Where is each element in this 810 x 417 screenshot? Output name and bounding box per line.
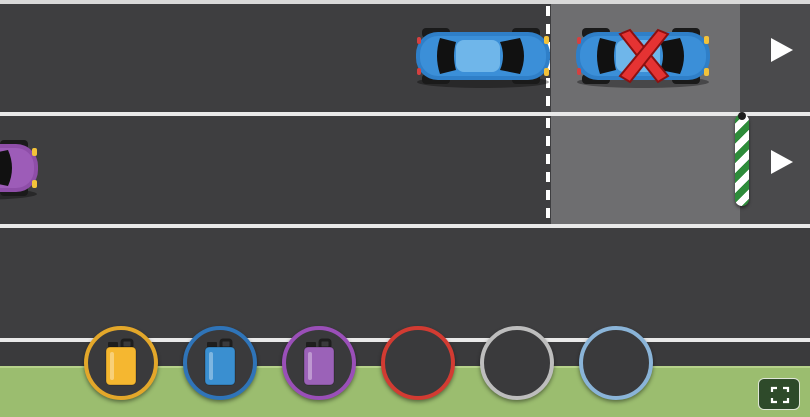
blue-car[interactable] (412, 24, 554, 90)
reject-x-icon (618, 28, 670, 84)
fuel-button-yellow[interactable] (84, 326, 158, 400)
fuel-button-light-blue[interactable] (579, 326, 653, 400)
purple-car[interactable] (0, 136, 42, 202)
barrier-gate-lane-2 (735, 114, 749, 206)
fuel-can-icon (303, 338, 335, 386)
barrier-gate-pivot (738, 112, 746, 120)
lane-divider-1 (0, 112, 810, 116)
fuel-button-red[interactable] (381, 326, 455, 400)
road-lane-3 (0, 228, 810, 338)
stop-line-lane-2 (546, 118, 550, 222)
parking-pad-lane-2 (551, 116, 740, 224)
fuel-button-purple[interactable] (282, 326, 356, 400)
lane-2-exit-arrow-icon[interactable] (771, 150, 793, 174)
fullscreen-button[interactable] (758, 378, 800, 410)
blue-car-rejected[interactable] (572, 24, 714, 90)
road-top-edge (0, 0, 810, 4)
lane-1-exit-arrow-icon[interactable] (771, 38, 793, 62)
lane-divider-2 (0, 224, 810, 228)
fuel-can-icon (204, 338, 236, 386)
fuel-can-icon (105, 338, 137, 386)
fuel-button-gray[interactable] (480, 326, 554, 400)
fuel-button-blue[interactable] (183, 326, 257, 400)
fullscreen-icon (770, 386, 790, 404)
